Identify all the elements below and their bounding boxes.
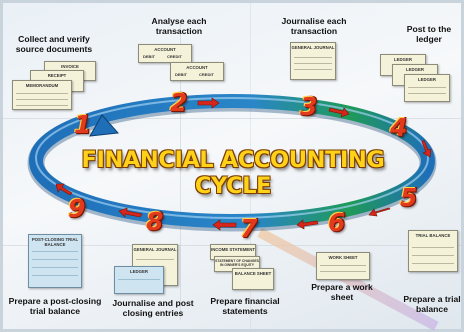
step-3-label: Journalise each transaction <box>281 16 347 36</box>
post-closing-trial-balance-document: POST-CLOSING TRIAL BALANCE <box>28 234 82 288</box>
step-3-number: 3 <box>300 92 318 121</box>
step-7-label: Prepare financial statements <box>210 296 280 316</box>
step-9-label: Prepare a post-closing trial balance <box>8 296 102 316</box>
step-1-label: Collect and verify source documents <box>15 34 93 54</box>
step-6-label: Prepare a work sheet <box>311 282 373 302</box>
step-2-label: Analyse each transaction <box>151 16 207 36</box>
poster-title: FINANCIAL ACCOUNTING CYCLE <box>81 147 385 199</box>
background-line <box>250 0 251 332</box>
step-8-label: Journalise and post closing entries <box>112 298 194 318</box>
background-line <box>180 20 181 320</box>
step-8-number: 8 <box>146 207 164 236</box>
memorandum-document: MEMORANDUM <box>12 80 72 110</box>
step-6-number: 6 <box>328 208 346 237</box>
step-9-number: 9 <box>68 194 86 223</box>
general-journal-document: GENERAL JOURNAL <box>290 42 336 80</box>
ledger-page: LEDGER <box>404 74 450 102</box>
trial-balance-document: TRIAL BALANCE <box>408 230 458 272</box>
balance-sheet-document: BALANCE SHEET <box>232 268 274 290</box>
step-4-label: Post to the ledger <box>406 24 452 44</box>
step-1-number: 1 <box>74 110 92 139</box>
step-5-number: 5 <box>400 183 418 212</box>
step-4-number: 4 <box>390 113 408 142</box>
ledger-page: LEDGER <box>114 266 164 294</box>
background-line <box>0 118 464 119</box>
step-7-number: 7 <box>240 214 258 243</box>
work-sheet-document: WORK SHEET <box>316 252 370 280</box>
step-5-label: Prepare a trial balance <box>403 294 461 314</box>
step-2-number: 2 <box>170 88 188 117</box>
